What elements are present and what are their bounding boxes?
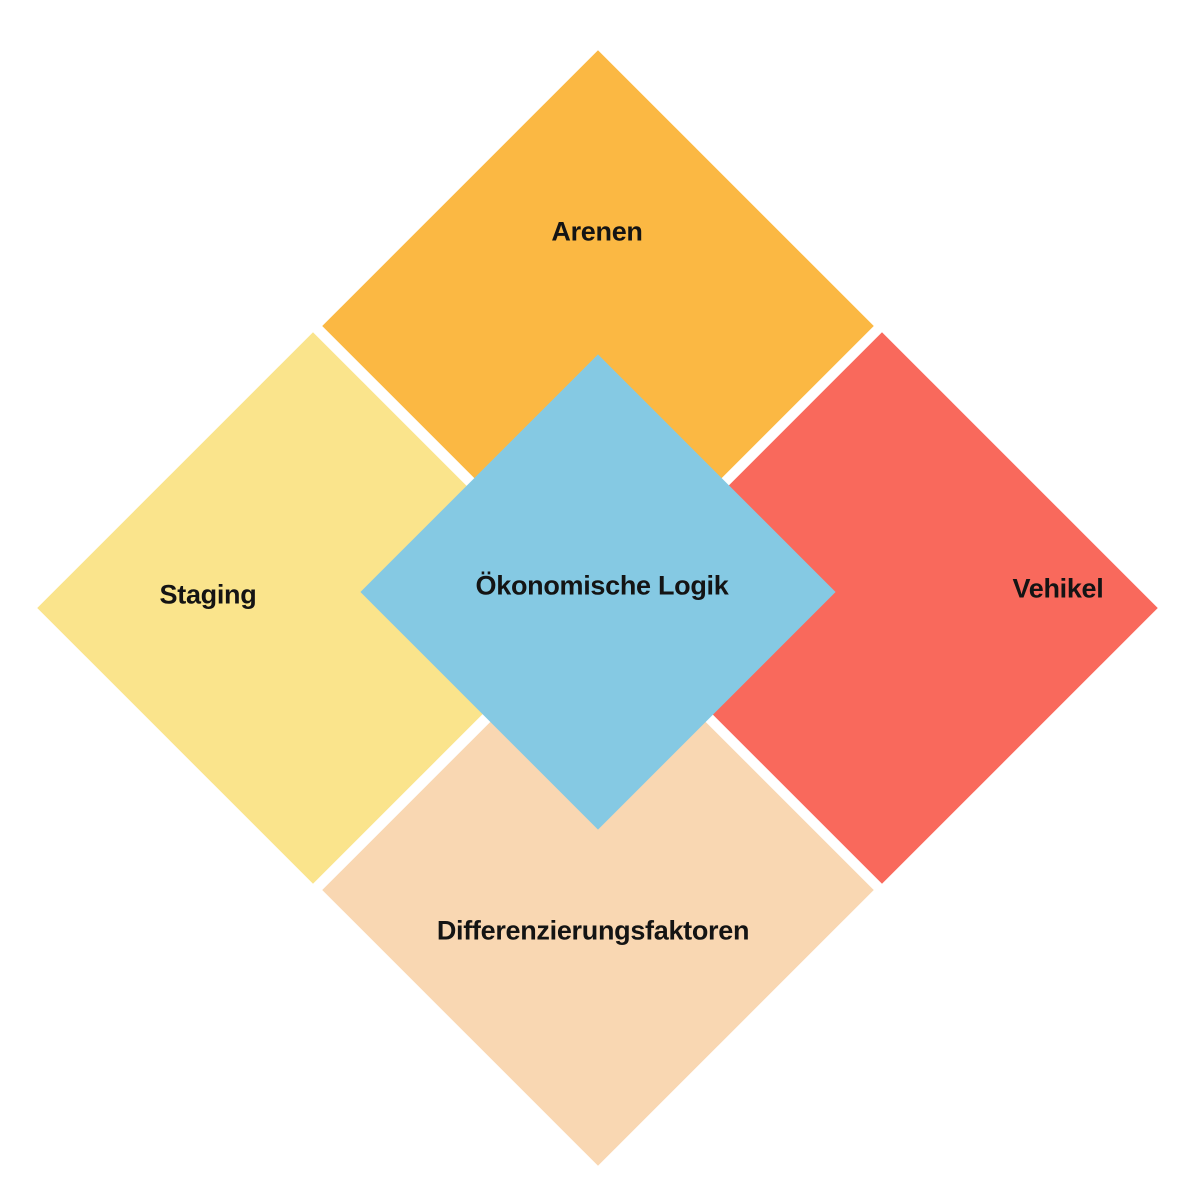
label-arenen: Arenen: [551, 216, 643, 247]
label-staging: Staging: [159, 579, 257, 610]
label-oekonomische-logik: Ökonomische Logik: [475, 570, 729, 601]
label-vehikel: Vehikel: [1012, 573, 1104, 604]
label-differenzierungsfaktoren: Differenzierungsfaktoren: [436, 915, 750, 946]
